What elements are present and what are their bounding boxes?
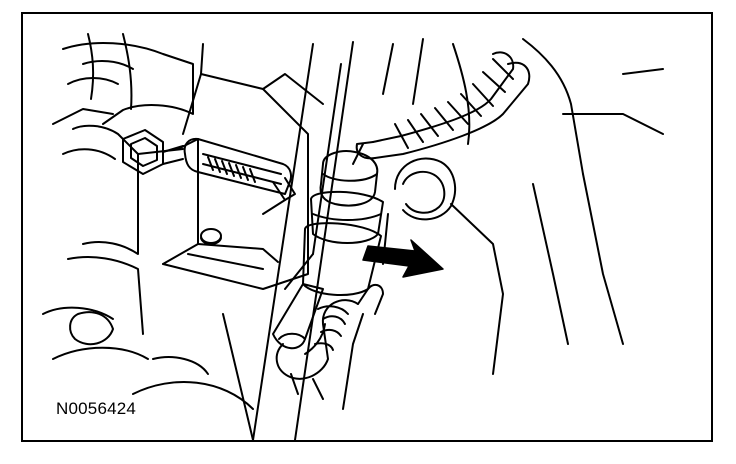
hex-bolt: [122, 129, 184, 175]
mounting-bracket: [162, 43, 324, 290]
technical-illustration: [42, 33, 664, 440]
lower-pigtail: [275, 283, 384, 410]
illustration-frame: N0056424: [21, 12, 713, 442]
right-upper-structure: [382, 38, 664, 345]
lower-left-housing: [132, 313, 254, 440]
upper-left-casting: [52, 33, 194, 125]
wiring-harness: [352, 51, 531, 165]
round-bushing: [382, 157, 504, 375]
sensor-connector: [272, 150, 384, 350]
left-pillar: [42, 124, 184, 360]
callout-arrow-icon: [362, 239, 444, 278]
adjuster-slot: [183, 137, 296, 215]
figure-id-label: N0056424: [56, 399, 137, 418]
diagonal-frame-rail: [252, 41, 354, 440]
